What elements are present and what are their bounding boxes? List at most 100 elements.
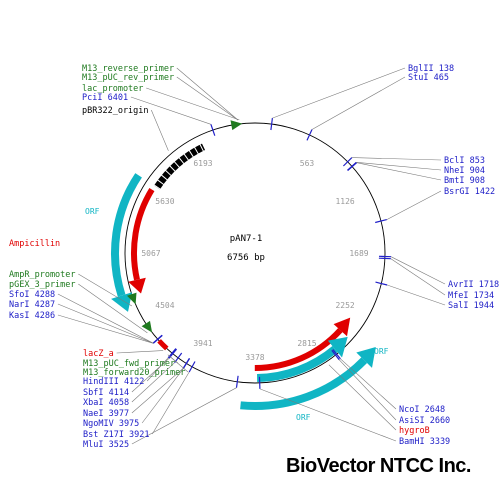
site-tick bbox=[375, 281, 388, 286]
site-tick bbox=[342, 157, 353, 167]
plasmid-name: pAN7-1 bbox=[230, 234, 263, 244]
leader-line bbox=[57, 314, 154, 344]
leader-line bbox=[131, 358, 170, 393]
map-label-site: AsiSI 2660 bbox=[399, 416, 450, 426]
leader-line bbox=[328, 364, 397, 431]
leader-line bbox=[356, 162, 442, 171]
map-label-feature: lac_promoter bbox=[82, 84, 143, 94]
leader-line bbox=[386, 190, 442, 220]
map-label-site: Bst Z17I 3921 bbox=[83, 430, 150, 440]
leader-line bbox=[116, 350, 164, 354]
map-label-origin: pBR322_origin bbox=[82, 106, 149, 116]
scale-tick-label: 1126 bbox=[335, 197, 354, 206]
leader-line bbox=[131, 368, 184, 414]
leader-line bbox=[78, 273, 133, 307]
map-label-site: BmtI 908 bbox=[444, 176, 485, 186]
map-label-site: NgoMIV 3975 bbox=[83, 419, 139, 429]
leader-line bbox=[152, 371, 190, 435]
map-label-site: HindIII 4122 bbox=[83, 377, 144, 387]
map-label-marker: hygroB bbox=[399, 426, 430, 436]
leader-line bbox=[131, 362, 175, 403]
orf-label: ORF bbox=[374, 347, 389, 356]
site-tick bbox=[378, 257, 391, 260]
orf-label: ORF bbox=[296, 413, 311, 422]
map-label-site: NcoI 2648 bbox=[399, 405, 445, 415]
leader-line bbox=[176, 76, 239, 121]
site-tick bbox=[306, 129, 313, 141]
site-tick bbox=[270, 118, 273, 131]
plasmid-backbone bbox=[124, 122, 386, 384]
map-label-feature: M13_pUC_fwd_primer bbox=[83, 359, 175, 369]
map-label-feature: M13_forward20_primer bbox=[83, 368, 185, 378]
map-label-site: XbaI 4058 bbox=[83, 398, 129, 408]
map-label-feature: pGEX_3_primer bbox=[9, 280, 76, 290]
ampr-promoter-arrow bbox=[127, 292, 137, 305]
leader-line bbox=[57, 293, 154, 344]
map-label-site: SfoI 4288 bbox=[9, 290, 55, 300]
leader-line bbox=[176, 67, 239, 121]
leader-line bbox=[259, 388, 397, 442]
map-label-site: BclI 853 bbox=[444, 156, 485, 166]
site-tick bbox=[182, 358, 191, 369]
scale-tick-label: 2815 bbox=[297, 339, 316, 348]
leader-line bbox=[146, 357, 169, 382]
map-label-site: NaeI 3977 bbox=[83, 409, 129, 419]
site-tick bbox=[152, 334, 163, 344]
leader-line bbox=[272, 67, 406, 119]
leader-line bbox=[130, 96, 211, 125]
plasmid-size: 6756 bp bbox=[227, 253, 265, 263]
leader-line bbox=[168, 355, 189, 373]
scale-tick-label: 4504 bbox=[155, 301, 174, 310]
tick-marks-layer bbox=[152, 118, 392, 389]
leader-line bbox=[356, 162, 442, 181]
leader-line bbox=[131, 387, 237, 445]
map-label-marker: lacZ_a bbox=[83, 349, 114, 359]
features-layer bbox=[111, 120, 376, 410]
leader-line bbox=[351, 157, 442, 161]
scale-tick-label: 5067 bbox=[141, 249, 160, 258]
map-label-site: MfeI 1734 bbox=[448, 291, 494, 301]
hygrob-arrow bbox=[254, 317, 351, 372]
leader-line bbox=[387, 284, 446, 306]
map-label-feature: M13_pUC_rev_primer bbox=[82, 73, 174, 83]
leader-line bbox=[151, 109, 169, 151]
leader-line bbox=[146, 87, 240, 121]
map-label-site: BamHI 3339 bbox=[399, 437, 450, 447]
leader-line bbox=[57, 303, 154, 344]
site-tick bbox=[188, 361, 196, 373]
orf-label: ORF bbox=[85, 207, 100, 216]
map-label-site: PciI 6401 bbox=[82, 93, 128, 103]
labels-layer: 5631126168922522815337839414504506756306… bbox=[9, 64, 499, 450]
scale-tick-label: 2252 bbox=[335, 301, 354, 310]
orf-arrow bbox=[240, 347, 376, 410]
map-label-site: MluI 3525 bbox=[83, 440, 129, 450]
scale-tick-label: 3378 bbox=[245, 353, 264, 362]
scale-tick-label: 1689 bbox=[349, 249, 368, 258]
map-label-site: BglII 138 bbox=[408, 64, 454, 74]
scale-tick-label: 5630 bbox=[155, 197, 174, 206]
leader-line bbox=[338, 359, 397, 421]
site-tick bbox=[332, 349, 341, 360]
map-label-feature: M13_reverse_primer bbox=[82, 64, 174, 74]
map-label-site: BsrGI 1422 bbox=[444, 187, 495, 197]
site-tick bbox=[210, 124, 216, 136]
site-tick bbox=[347, 162, 358, 172]
map-label-site: StuI 465 bbox=[408, 73, 449, 83]
lac-promoter-arrow bbox=[230, 120, 243, 131]
map-label-site: AvrII 1718 bbox=[448, 280, 499, 290]
ampicillin-arrow bbox=[128, 188, 155, 294]
leader-line bbox=[390, 258, 446, 296]
origin-arc bbox=[153, 143, 206, 190]
orf-arrow bbox=[111, 173, 142, 312]
leader-line bbox=[311, 76, 406, 130]
map-label-site: KasI 4286 bbox=[9, 311, 55, 321]
map-label-feature: AmpR_promoter bbox=[9, 270, 76, 280]
leader-line bbox=[78, 283, 148, 334]
site-tick bbox=[331, 350, 340, 361]
brand-logo-text: BioVector NTCC Inc. bbox=[286, 455, 471, 477]
pgex-primer-arrow bbox=[141, 320, 153, 333]
map-label-site: NheI 904 bbox=[444, 166, 485, 176]
orf-arrow bbox=[256, 336, 348, 382]
